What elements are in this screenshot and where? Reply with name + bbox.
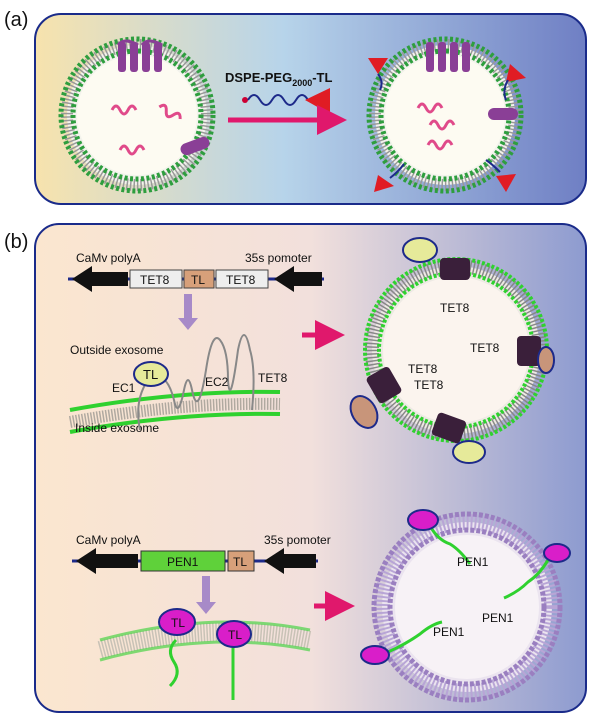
panel-b-label: (b) [4, 231, 28, 253]
construct2-box-pen1 [140, 550, 226, 572]
construct1-box-tl [183, 269, 215, 289]
tet8-protein-icons [366, 258, 541, 444]
down-arrow-icon [196, 602, 216, 614]
rna-icon [428, 119, 456, 131]
tl-ellipse [402, 237, 438, 263]
tl-ligand-icons [368, 58, 526, 192]
pen1-anchor [168, 638, 179, 688]
pen1-tl-exosome: PEN1 PEN1 PEN1 [360, 509, 571, 703]
promoter-35s-icon [264, 548, 316, 574]
down-arrow-icon [178, 318, 198, 330]
construct2-box-tl-text: TL [233, 555, 247, 569]
tl-ellipse [537, 346, 555, 374]
polya-terminator-icon [76, 548, 138, 574]
vesicle1-tet8-label: TET8 [408, 362, 438, 376]
pen1-tl-construct: CaMv polyA 35s pomoter PEN1 TL [72, 533, 331, 614]
vesicle1-tet8-label: TET8 [440, 301, 470, 315]
polya-terminator-icon [72, 266, 128, 292]
rna-icon [118, 144, 146, 156]
vesicle1-tet8-label: TET8 [470, 341, 500, 355]
vesicle2-pen1-label: PEN1 [433, 625, 465, 639]
exosome-native [58, 36, 216, 194]
tet8-protein-trace [137, 334, 255, 431]
tetraspanin-icon [116, 39, 163, 72]
outside-exosome-label: Outside exosome [70, 343, 164, 357]
inside-exosome-label: Inside exosome [75, 421, 159, 435]
tl-ellipse [158, 608, 196, 636]
construct1-box-tet8-right [215, 269, 269, 289]
tl-ellipse [543, 543, 571, 563]
pen1-tl-membrane: TL TL [97, 608, 312, 700]
construct1-box-tet8-left [129, 269, 183, 289]
tl-ellipse [360, 645, 390, 665]
rna-icon [426, 139, 454, 151]
rna-icon [158, 103, 182, 120]
tl-ellipse [407, 509, 439, 531]
tl-label: TL [228, 628, 242, 642]
membrane-protein-icon [488, 108, 518, 120]
construct1-left-label: CaMv polyA [76, 251, 141, 265]
panel-b: (b) CaMv polyA 35s pomoter TET8 TL TET8 … [4, 223, 587, 713]
tet8-tl-exosome: TET8 TET8 TET8 TET8 [349, 237, 555, 464]
construct1-box-tl-text: TL [191, 273, 205, 287]
tl-ellipse [133, 361, 169, 387]
vesicle2-pen1-label: PEN1 [482, 611, 514, 625]
tet8-tl-construct: CaMv polyA 35s pomoter TET8 TL TET8 [68, 251, 324, 330]
construct1-box-tet8-left-text: TET8 [140, 273, 170, 287]
tl-ellipse [452, 440, 486, 464]
construct1-box-tet8-right-text: TET8 [226, 273, 256, 287]
ec1-label: EC1 [112, 381, 136, 395]
membrane-protein-icon [180, 136, 210, 156]
panel-a: (a) DSPE-PEG2000-TL [4, 9, 587, 205]
tetraspanin-icon [426, 42, 470, 72]
rna-icon [110, 104, 138, 116]
ec2-label: EC2 [205, 375, 229, 389]
tl-ellipse [349, 395, 379, 429]
vesicle2-pen1-label: PEN1 [457, 555, 489, 569]
rna-icon [416, 102, 444, 114]
tl-ellipse [216, 620, 252, 648]
construct2-right-label: 35s pomoter [264, 533, 331, 547]
tl-label: TL [143, 367, 158, 382]
construct2-box-pen1-text: PEN1 [167, 555, 199, 569]
tet8-label: TET8 [258, 371, 288, 385]
vesicle1-tet8-label: TET8 [414, 378, 444, 392]
tl-label: TL [171, 616, 185, 630]
pen1-anchor-icons [387, 525, 550, 654]
panel-a-label: (a) [4, 9, 28, 31]
promoter-35s-icon [274, 266, 322, 292]
construct1-right-label: 35s pomoter [245, 251, 312, 265]
exosome-engineered [366, 36, 526, 194]
construct2-left-label: CaMv polyA [76, 533, 141, 547]
reagent-label: DSPE-PEG2000-TL [225, 70, 332, 88]
construct2-box-tl [227, 550, 255, 572]
tet8-tl-membrane: Outside exosome Inside exosome TL EC1 EC… [68, 334, 288, 435]
